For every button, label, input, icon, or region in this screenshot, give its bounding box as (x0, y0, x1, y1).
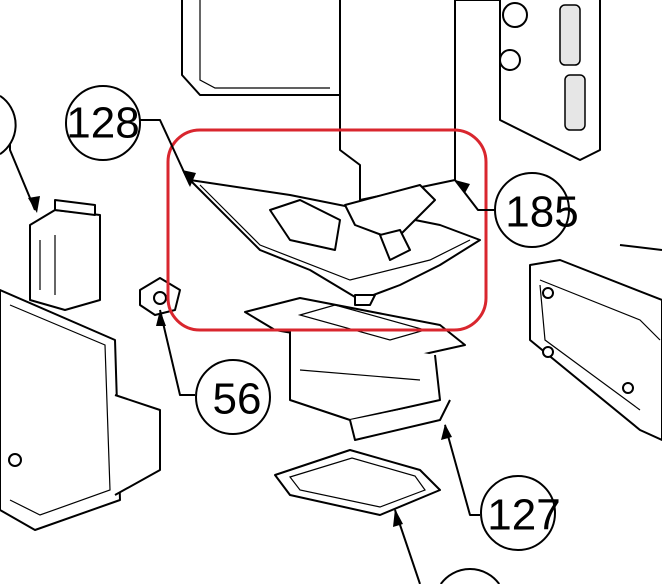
callout-label-56: 56 (213, 375, 262, 424)
leader-56 (159, 309, 195, 396)
arrowhead (393, 509, 403, 527)
leader-127 (444, 424, 480, 516)
callout-circle-partial-bottom (439, 568, 501, 584)
arrowhead (28, 196, 40, 213)
arrowhead (455, 180, 470, 193)
right-panel (529, 244, 662, 441)
arrowhead (182, 170, 196, 187)
part-185-hopper (189, 179, 481, 306)
callout-circle-partial-left (0, 95, 17, 155)
arrowhead (441, 424, 452, 440)
callout-128: 128 (65, 85, 141, 161)
callout-56: 56 (195, 359, 271, 435)
callout-185: 185 (494, 172, 579, 248)
callout-label-127: 127 (487, 491, 560, 540)
callout-127: 127 (480, 475, 561, 551)
callout-label-128: 128 (66, 99, 139, 148)
callout-label-185: 185 (505, 188, 578, 237)
upper-housing (181, 0, 601, 201)
leader-128 (140, 119, 191, 186)
gasket (274, 449, 441, 516)
arrowhead (156, 310, 166, 326)
left-box (0, 289, 161, 531)
left-bracket (29, 199, 101, 311)
leader-185 (454, 179, 495, 211)
grommet-hole (153, 291, 167, 305)
highlight-box (166, 128, 488, 332)
part-127-assembly (244, 297, 466, 441)
